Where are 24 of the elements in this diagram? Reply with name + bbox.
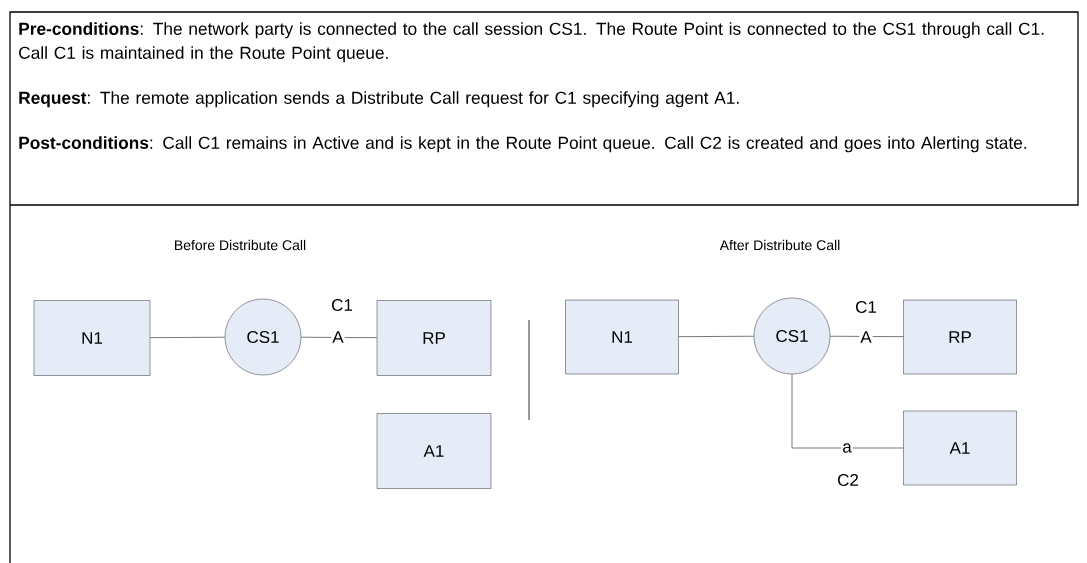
condition-text: Post-conditions: Call C1 remains in Active and is kept in the Route Point queue. Call C2 is created and goes into Alerting state.	[19, 136, 1027, 153]
call-label: C1	[332, 299, 353, 312]
connector-line	[829, 335, 904, 338]
call-label: C1	[856, 301, 877, 314]
diagram-caption: Before Distribute Call	[175, 239, 306, 251]
edge-label: A	[331, 330, 345, 344]
process-box: A1	[903, 410, 1017, 486]
call-label: C2	[838, 474, 858, 487]
circle-node: CS1	[224, 298, 302, 376]
edge-label: A	[859, 330, 873, 344]
connector-line	[300, 336, 378, 339]
process-box: A1	[376, 413, 492, 489]
edge-label: a	[841, 442, 853, 454]
condition-text: Request: The remote application sends a Distribute Call request for C1 specifying agent A1.	[19, 91, 739, 108]
process-box: RP	[376, 300, 492, 376]
diagram-caption: After Distribute Call	[719, 239, 840, 251]
process-box: N1	[33, 300, 151, 376]
connector-line	[791, 373, 904, 449]
process-box: RP	[903, 299, 1017, 375]
condition-text: Pre-conditions: The network party is connected to the call session CS1. The Route Point is connected to the CS1 through call C1. Call C1 is maintained in the Route Point queue.	[19, 22, 1044, 63]
circle-node: CS1	[753, 297, 831, 375]
connector-line	[678, 335, 755, 338]
process-box: N1	[565, 299, 679, 375]
connector-line	[149, 336, 226, 339]
